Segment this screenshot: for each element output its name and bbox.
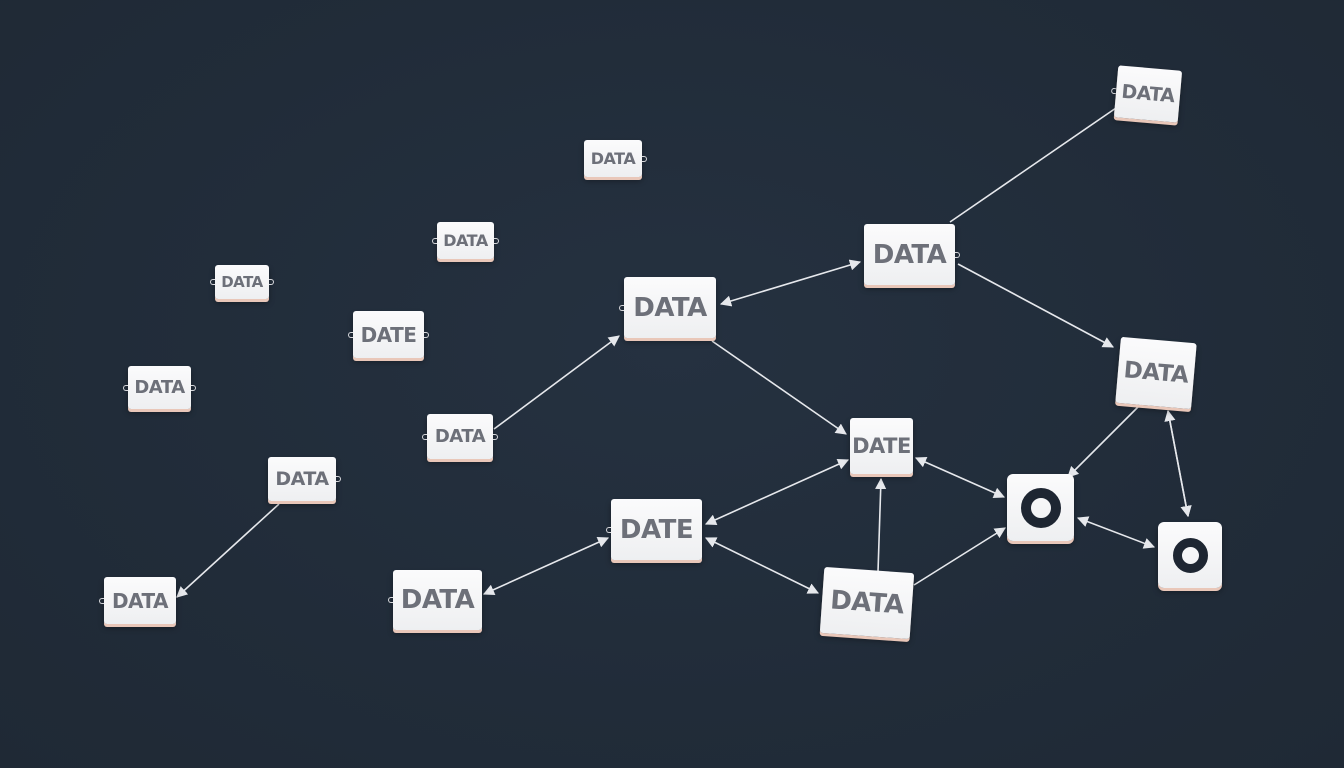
node-label: DATA — [1120, 80, 1176, 108]
ring-node-1[interactable] — [1007, 474, 1074, 541]
node-label: DATA — [275, 468, 329, 490]
ring-icon — [1020, 487, 1061, 528]
edge-n12-c1 — [914, 456, 1006, 499]
edge-n6-n10 — [1067, 403, 1142, 478]
node-label: DATA — [221, 273, 263, 291]
data-node-small-2[interactable]: DATA — [432, 222, 499, 259]
edge-n1-n11 — [949, 107, 1117, 223]
edge-n8-n9 — [493, 335, 620, 430]
data-node-left[interactable]: DATA — [123, 366, 196, 409]
edge-date-to-bottom-data — [482, 537, 610, 595]
data-node-hub-right-top[interactable]: DATA — [864, 224, 960, 285]
edge-n16-c1 — [913, 527, 1006, 586]
ring-node-2[interactable] — [1158, 522, 1222, 588]
node-label: DATA — [590, 149, 636, 168]
node-label: DATA — [872, 239, 947, 270]
edge-n11-n14 — [957, 263, 1114, 348]
edge-n13-n16 — [704, 537, 820, 594]
data-node-top-right[interactable]: DATA — [1110, 65, 1183, 123]
date-node-center[interactable]: DATE — [850, 418, 913, 474]
node-label: DATA — [111, 588, 169, 613]
node-label: DATA — [1122, 357, 1190, 389]
node-label: DATA — [400, 585, 475, 615]
data-node-bottom-right[interactable]: DATA — [819, 566, 915, 640]
data-node-hub-top[interactable]: DATA — [619, 277, 716, 338]
node-label: DATA — [633, 292, 707, 323]
data-node-bottom-left[interactable]: DATA — [99, 577, 176, 624]
edge-n14-c2 — [1167, 410, 1192, 518]
edge-c1-c2 — [1076, 516, 1156, 549]
edge-n12-n13 — [704, 459, 850, 525]
node-label: DATE — [852, 434, 911, 458]
node-label: DATA — [829, 585, 905, 621]
node-label: DATA — [134, 377, 185, 398]
data-node-hub-far-right[interactable]: DATA — [1115, 336, 1197, 410]
data-node-left-mid[interactable]: DATA — [268, 457, 341, 501]
date-node-center-bottom[interactable]: DATE — [606, 499, 702, 560]
data-node-center-left[interactable]: DATA — [422, 414, 498, 459]
data-node-small-3[interactable]: DATA — [210, 265, 274, 299]
date-node-left[interactable]: DATE — [348, 311, 429, 358]
edge-n7-n15 — [176, 503, 280, 598]
edge-n16-n12 — [875, 477, 887, 573]
node-label: DATE — [619, 514, 694, 545]
node-label: DATA — [434, 426, 486, 447]
node-label: DATA — [443, 231, 488, 250]
data-node-small-1[interactable]: DATA — [584, 140, 647, 177]
node-label: DATE — [360, 322, 417, 347]
edge-n9-n12 — [711, 340, 847, 435]
edge-n10-n11 — [719, 259, 862, 307]
ring-icon — [1172, 537, 1208, 573]
data-node-bottom-center[interactable]: DATA — [388, 570, 482, 630]
